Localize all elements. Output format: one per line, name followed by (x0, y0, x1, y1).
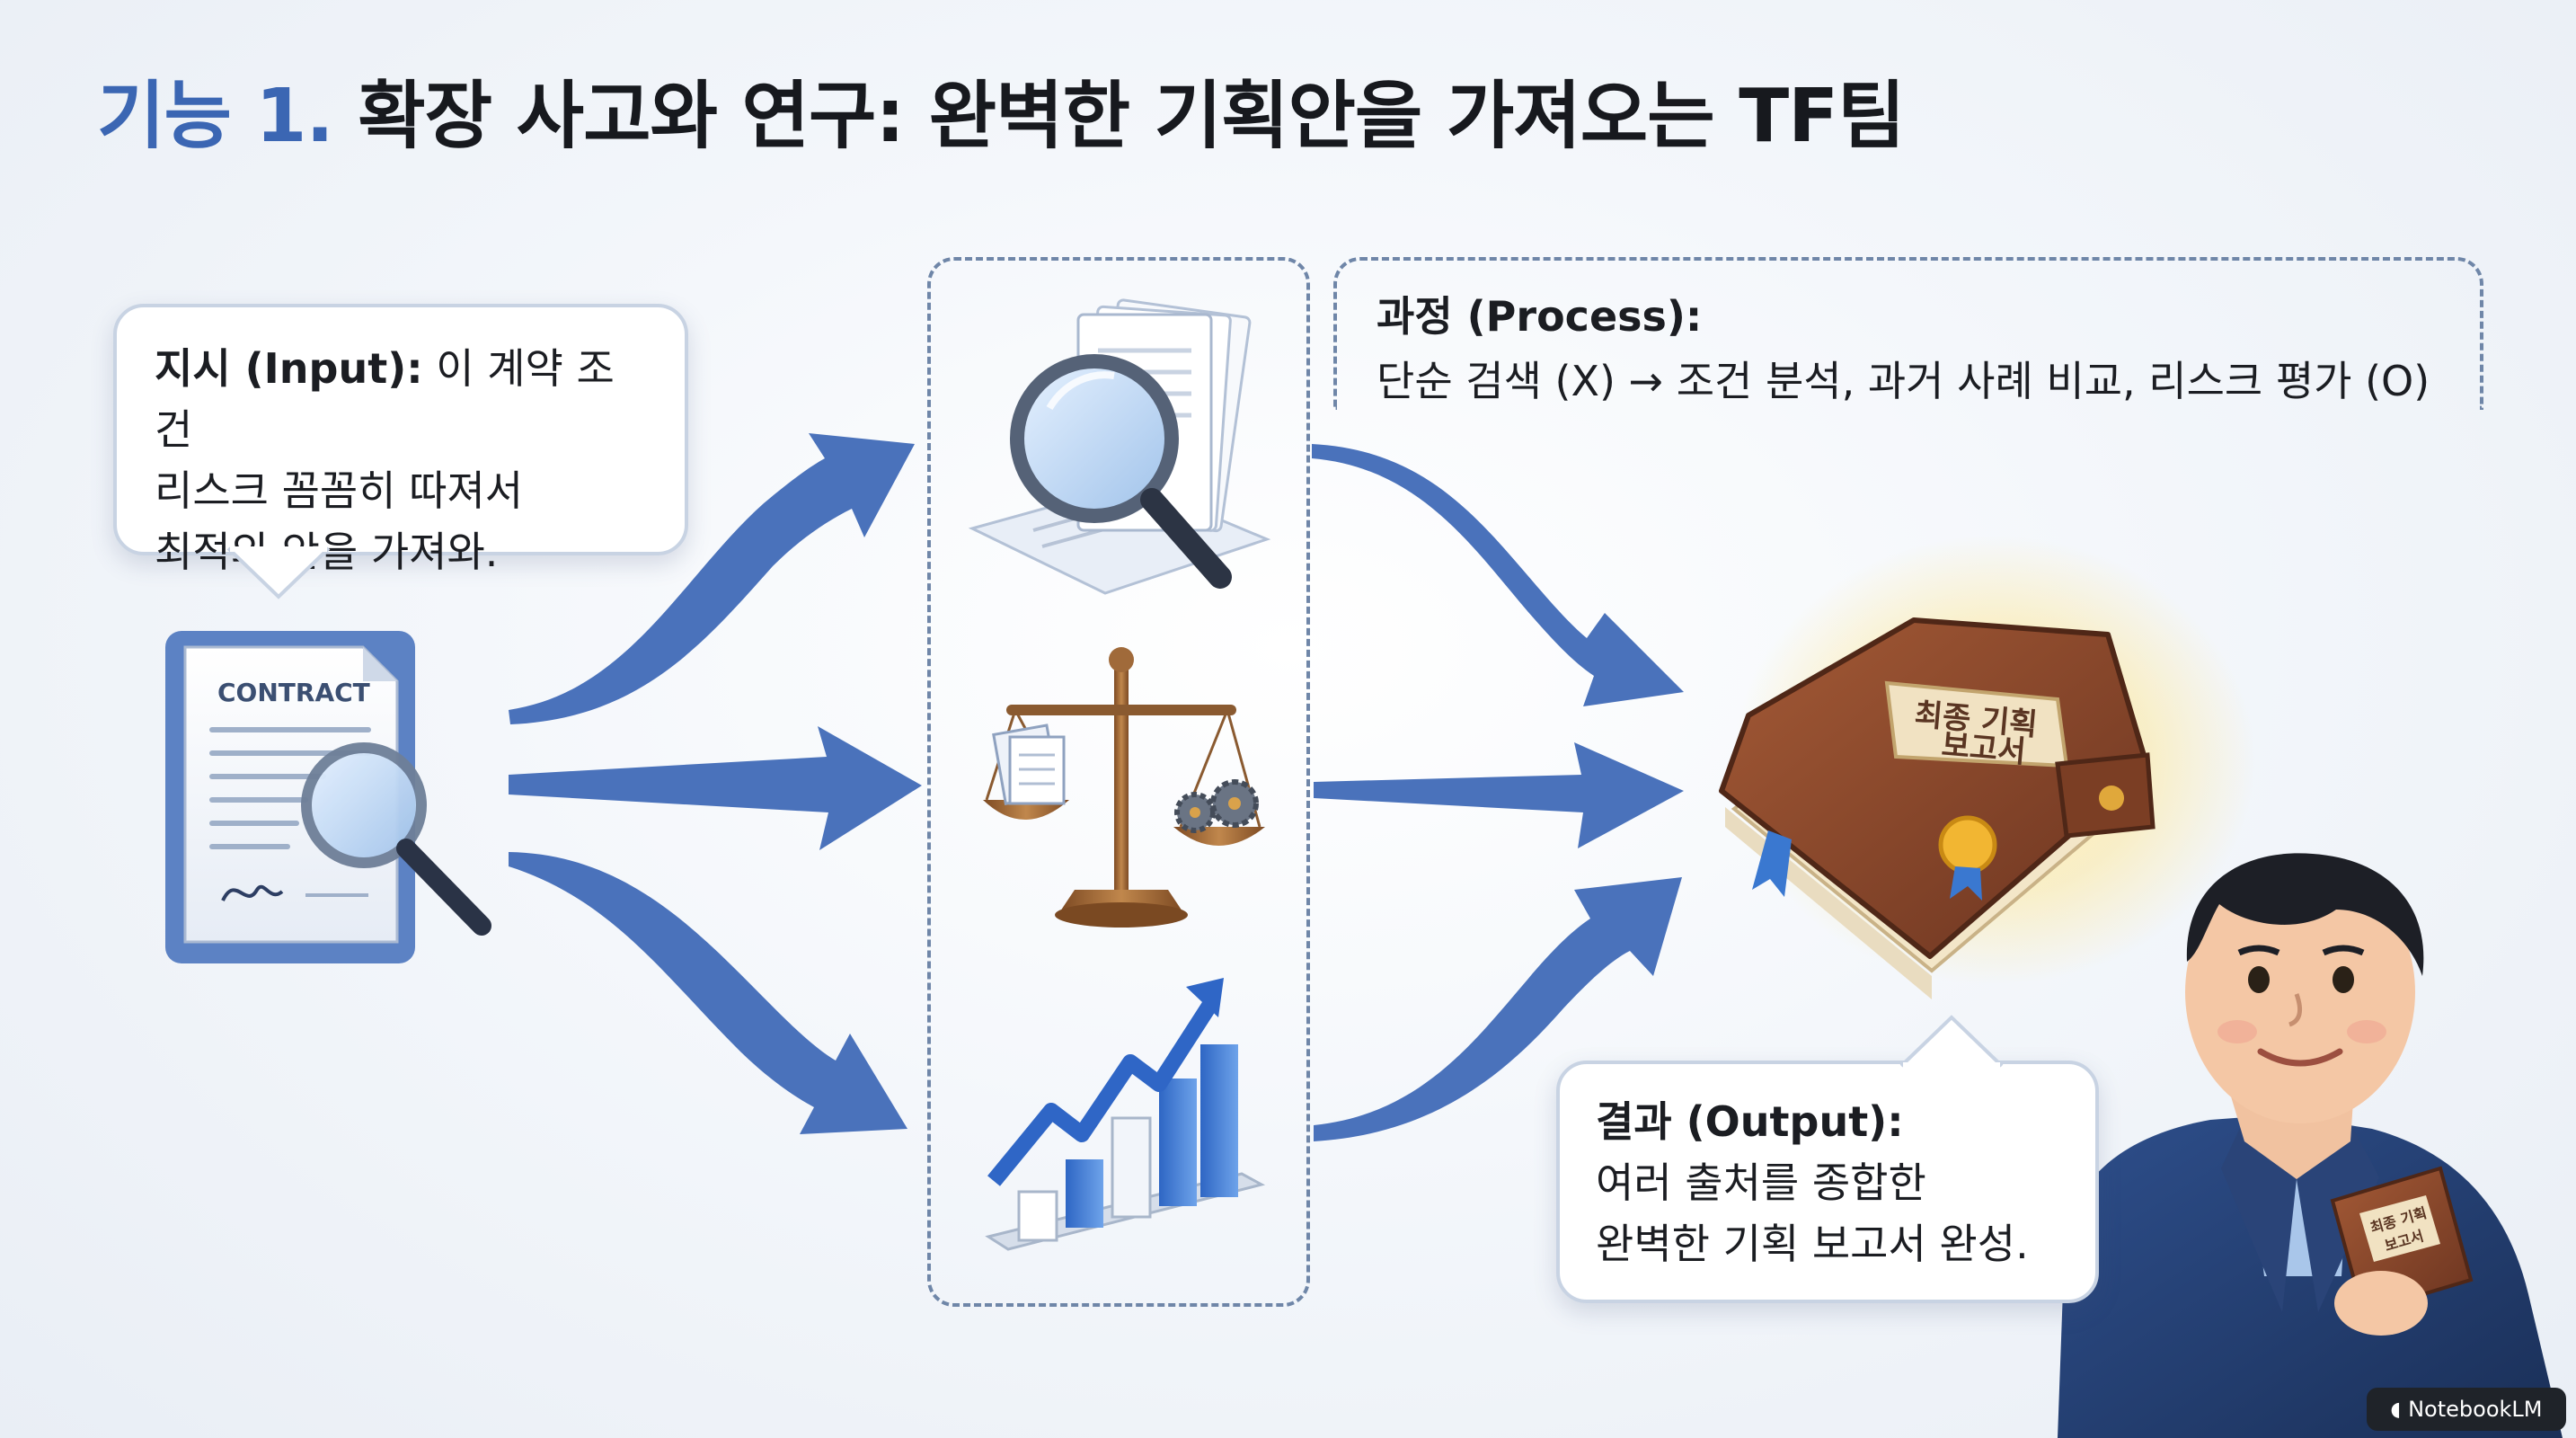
input-arrows (509, 433, 922, 1134)
input-bubble-tail (226, 546, 331, 599)
chart-bar-2 (1066, 1159, 1103, 1228)
arrow-to-research-icon (509, 433, 915, 724)
analysis-icons-frame (927, 257, 1310, 1307)
process-label: 과정 (Process): (1377, 292, 1703, 341)
input-line-2: 리스크 꼼꼼히 따져서 (155, 466, 524, 515)
output-speech-bubble: 결과 (Output): 여러 출처를 종합한 완벽한 기획 보고서 완성. (1556, 1061, 2099, 1303)
watermark-text: NotebookLM (2408, 1397, 2543, 1422)
process-description: 과정 (Process): 단순 검색 (X) → 조건 분석, 과거 사례 비… (1377, 284, 2430, 413)
report-book-label-2: 보고서 (1940, 727, 2027, 770)
process-text: 단순 검색 (X) → 조건 분석, 과거 사례 비교, 리스크 평가 (O) (1377, 357, 2430, 405)
output-arrows (1312, 444, 1684, 1141)
chart-bar-1 (1017, 1190, 1058, 1242)
output-line-1: 여러 출처를 종합한 (1596, 1158, 1926, 1207)
output-label: 결과 (Output): (1596, 1097, 1904, 1146)
output-bubble-tail (1899, 1015, 2004, 1068)
arrow-to-scale-icon (509, 726, 922, 850)
arrow-scale-to-report (1314, 742, 1684, 848)
growth-chart-icon (985, 978, 1266, 1251)
title-text: 확장 사고와 연구: 완벽한 기획안을 가져오는 TF팀 (358, 74, 1905, 159)
title-prefix: 기능 1. (97, 74, 334, 159)
chart-bar-3 (1111, 1116, 1152, 1219)
notebooklm-watermark: ◖ NotebookLM (2367, 1388, 2566, 1431)
balance-scale-icon (983, 647, 1265, 928)
input-label: 지시 (Input): (155, 344, 423, 393)
contract-doc-label: CONTRACT (217, 678, 370, 707)
contract-document-icon: CONTRACT (165, 631, 491, 963)
input-text-1: 이 계약 조건 (155, 344, 615, 454)
input-line-1: 지시 (Input): 이 계약 조건 (155, 338, 647, 460)
process-frame (1333, 257, 2483, 410)
magnifier-documents-icon (968, 298, 1271, 595)
character-illustration: 최종 기획 보고서 (2058, 853, 2563, 1438)
output-line-2: 완벽한 기획 보고서 완성. (1596, 1220, 2029, 1268)
notebooklm-logo-icon: ◖ (2390, 1398, 2402, 1421)
arrow-research-to-report (1312, 444, 1684, 706)
chart-bar-5 (1200, 1044, 1238, 1197)
arrow-chart-to-report (1314, 877, 1682, 1141)
input-speech-bubble: 지시 (Input): 이 계약 조건 리스크 꼼꼼히 따져서 최적의 안을 가… (113, 304, 688, 576)
report-book-icon: 최종 기획 보고서 (1719, 536, 2255, 999)
chart-bar-4 (1159, 1078, 1197, 1206)
page-title: 기능 1. 확장 사고와 연구: 완벽한 기획안을 가져오는 TF팀 (97, 56, 1906, 164)
arrow-to-chart-icon (509, 852, 907, 1134)
